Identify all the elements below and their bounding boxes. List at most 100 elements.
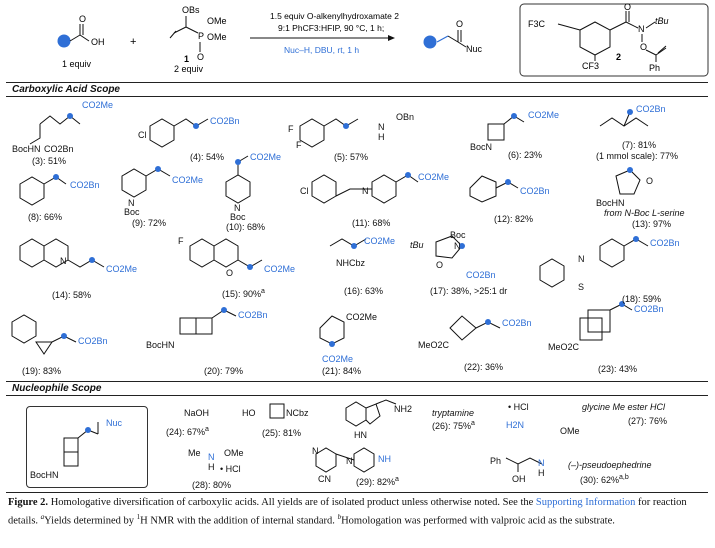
c9-n: N [128,198,135,208]
n26-name: tryptamine [432,408,475,418]
c17-tbu: tBu [410,240,424,250]
c16-nhcbz: NHCbz [336,258,366,268]
c13-o: O [646,176,654,186]
caption-text-1: Homologative diversification of carboxyl… [48,497,536,508]
figure-number: Figure 2. [8,497,49,508]
c18-s: S [578,282,585,292]
c22-meo2c: MeO2C [418,340,450,350]
c10-boc: Boc [230,212,246,222]
c5-f2: F [296,140,302,150]
c12-group: CO2Bn [520,186,550,196]
ome-label-1: OMe [207,16,227,26]
p-label: P [198,31,204,41]
reaction-scheme-header: O OH 1 equiv + OBs OMe P OMe O 1 2 equiv… [57,2,709,77]
nucleophile-template-box [26,406,148,488]
c13-label: (13): 97% [632,219,672,229]
c21-co2me-top: CO2Me [346,312,378,322]
section-rule-nuc [6,395,708,396]
c18-group: CO2Bn [650,238,680,248]
c21-label: (21): 84% [322,366,362,376]
c22-label: (22): 36% [464,362,504,372]
c7-label: (7): 81% [622,140,657,150]
svg-text:O: O [624,2,631,12]
c10-label: (10): 68% [226,222,266,232]
c9-label: (9): 72% [132,218,167,228]
n27-name: glycine Me ester HCl [582,402,666,412]
c8-group: CO2Bn [70,180,100,190]
caption-text-5: Homologation was performed with valproic… [341,515,615,527]
nucleophile-scope-heading: Nucleophile Scope [12,383,102,394]
nmr-superscript: 1 [136,513,141,521]
n26-nh2: NH2 [394,404,413,414]
c3-label: (3): 51% [32,156,67,166]
c9-group: CO2Me [172,175,204,185]
c8-label: (8): 66% [28,212,63,222]
substrate-blue-dot [57,34,71,48]
c17-boc: Boc [450,230,466,240]
n28-h: H [208,462,215,472]
svg-text:O: O [197,52,204,62]
n25-structure [269,403,285,419]
c17-label: (17): 38%, >25:1 dr [430,286,508,296]
c23-meo2c: MeO2C [548,342,580,352]
product-nuc-label: Nuc [466,44,483,54]
n28-me: Me [188,448,201,458]
ph-label: Ph [649,63,660,73]
c11-n: N [362,186,369,196]
c13-bochn: BocHN [596,198,625,208]
n29-label: (29): 82%a [356,476,399,487]
acid-scope-structures [11,109,649,355]
f3c-label: F3C [528,19,546,29]
n29-structure [315,447,375,473]
c23-group: CO2Bn [634,304,664,314]
acid-o-label: O [79,14,86,24]
c6-label: (6): 23% [508,150,543,160]
c10-group: CO2Me [250,152,282,162]
n29-n-pyr: N [312,446,319,456]
footnote-b-marker: b [337,513,342,521]
c3-group-co2bn: CO2Bn [44,144,74,154]
c10-n: N [234,203,241,213]
n25-ncbz: NCbz [286,408,309,418]
c5-n: N [378,122,385,132]
c15-f: F [178,236,184,246]
c15-label: (15): 90%a [222,288,265,299]
n25-ho: HO [242,408,256,418]
plus-sign: + [130,36,136,48]
footnote-a-marker: a [40,513,45,521]
c14-label: (14): 58% [52,290,92,300]
c14-n: N [60,256,67,266]
c12-label: (12): 82% [494,214,534,224]
c15-group: CO2Me [264,264,296,274]
n28-n: N [208,452,215,462]
c17-n: N [454,241,461,251]
n27-ome: OMe [560,426,580,436]
condition-line-1: 1.5 equiv O-alkenylhydroxamate 2 [270,11,399,21]
n27-hcl: • HCl [508,402,529,412]
n30-h: H [538,468,545,478]
cf3-label: CF3 [582,61,599,71]
c11-cl: Cl [300,186,309,196]
n30-structure [505,457,543,472]
svg-text:O: O [456,19,463,29]
n26-structure [345,399,397,427]
reagent-2-box [519,3,709,77]
c22-group: CO2Bn [502,318,532,328]
n27-label: (27): 76% [628,416,668,426]
c9-boc: Boc [124,207,140,217]
o-atom-label: O [640,42,647,52]
c18-label: (18): 59% [622,294,662,304]
c19-label: (19): 83% [22,366,62,376]
supporting-info-link[interactable]: Supporting Information [535,497,636,508]
c4-group: CO2Bn [210,116,240,126]
c5-f1: F [288,124,294,134]
n28-label: (28): 80% [192,480,232,490]
n24-label: (24): 67%a [166,426,209,437]
figure-caption: Figure 2. Homologative diversification o… [8,496,708,529]
n30-name: (–)-pseudoephedrine [568,460,652,470]
acid-equiv-label: 1 equiv [62,59,92,69]
c19-group: CO2Bn [78,336,108,346]
c3-group-bochn: BocHN [12,144,41,154]
c11-label: (11): 68% [352,218,391,228]
n24-name: NaOH [184,408,210,418]
